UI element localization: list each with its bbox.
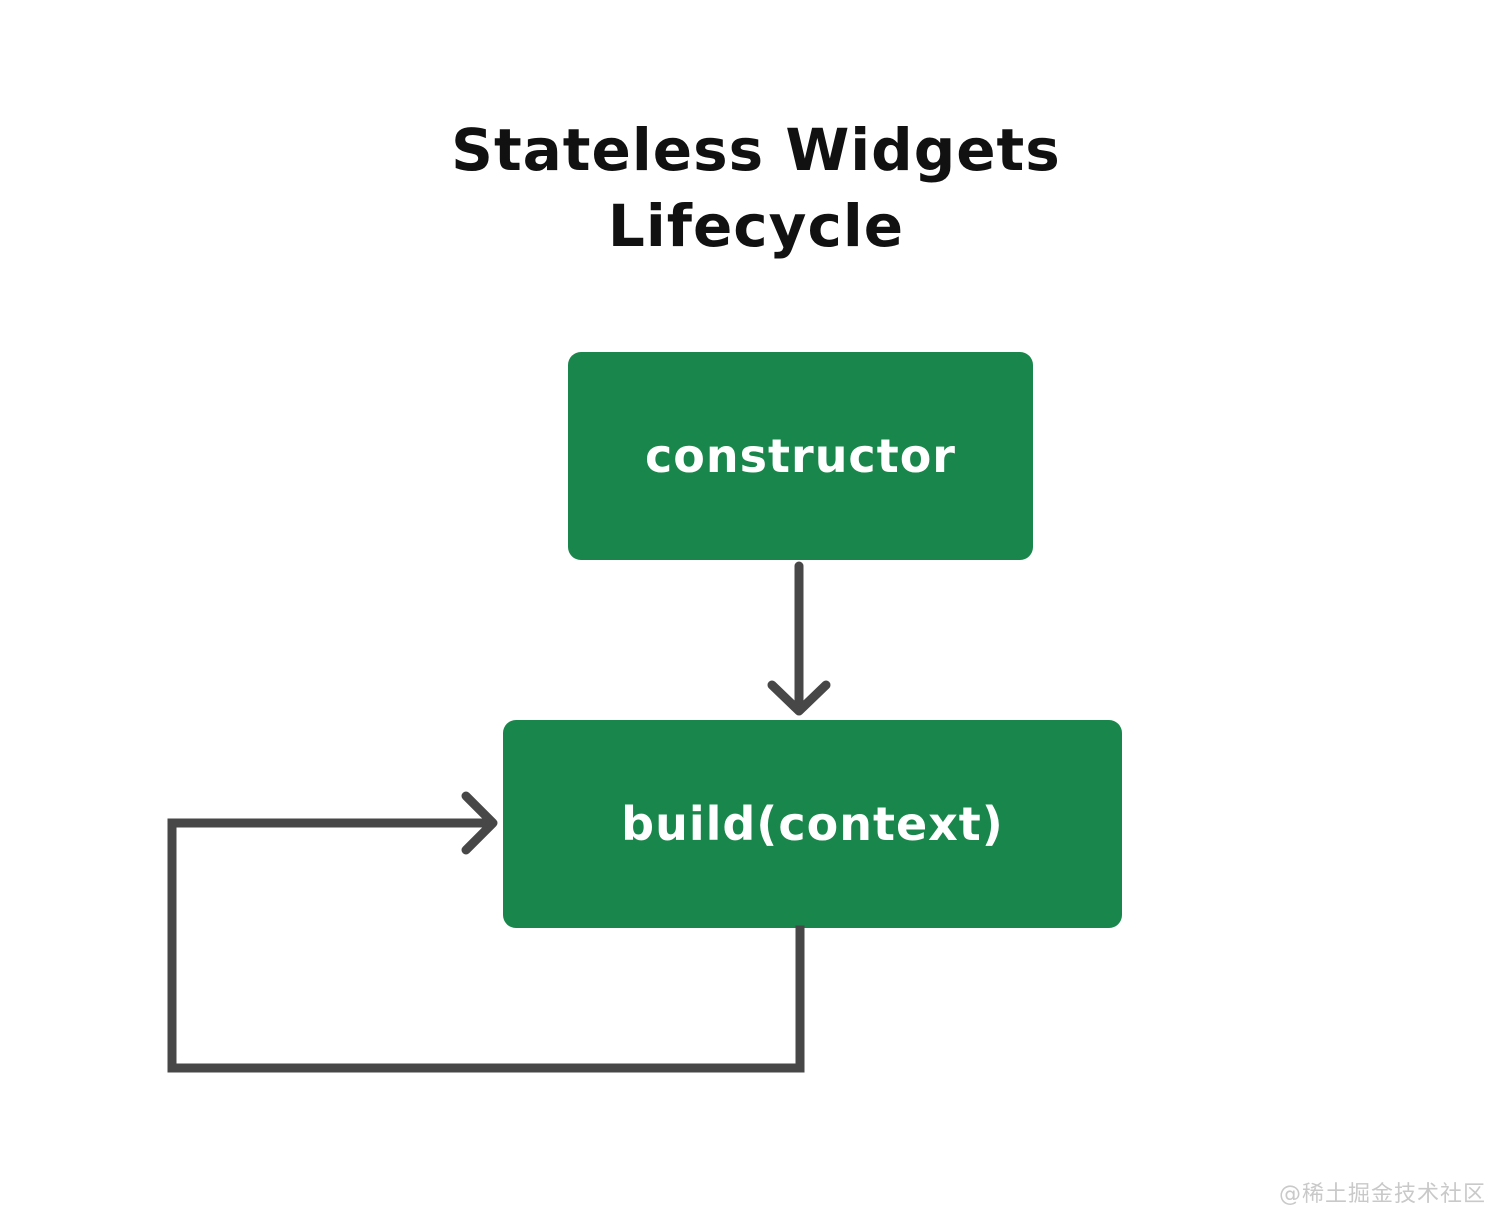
page-title-line1: Stateless Widgets (451, 116, 1061, 184)
node-constructor: constructor (568, 352, 1033, 560)
page-title-line2: Lifecycle (607, 192, 905, 260)
page-title: Stateless Widgets Lifecycle (0, 112, 1512, 264)
watermark: @稀土掘金技术社区 (1278, 1182, 1486, 1207)
node-constructor-label: constructor (645, 429, 956, 483)
node-build-label: build(context) (621, 797, 1004, 851)
arrow-down-icon (767, 561, 831, 716)
node-build: build(context) (503, 720, 1122, 928)
